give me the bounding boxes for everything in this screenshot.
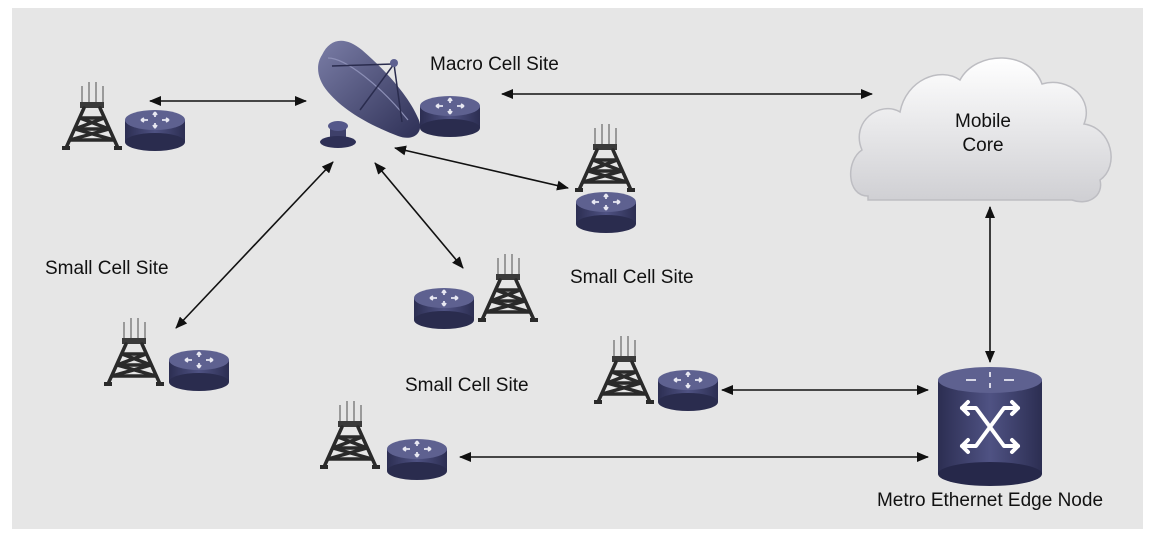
link-macro-smallleft — [175, 161, 334, 329]
cell-tower-icon — [592, 334, 656, 406]
router-icon — [419, 95, 481, 138]
router-icon — [657, 369, 719, 412]
metro-ethernet-edge-node-label: Metro Ethernet Edge Node — [877, 490, 1103, 511]
ethernet-switch-icon — [938, 367, 1042, 486]
small-cell-site-bottom-label: Small Cell Site — [405, 375, 529, 396]
router-icon — [168, 349, 230, 392]
small-cell-site-center-label: Small Cell Site — [570, 267, 694, 288]
mobile-core-label-line1: Mobile — [955, 111, 1011, 132]
link-macro-smallright — [394, 145, 569, 191]
macro-cell-site-label: Macro Cell Site — [430, 54, 559, 75]
cloud-icon — [849, 57, 1112, 203]
connection-links — [149, 89, 995, 462]
router-icon — [413, 287, 475, 330]
cell-tower-icon — [102, 316, 166, 388]
router-icon — [575, 191, 637, 234]
cell-tower-icon — [573, 122, 637, 194]
cell-tower-icon — [476, 252, 540, 324]
router-icon — [124, 109, 186, 152]
satellite-dish-icon — [318, 40, 421, 148]
link-macro-smallcenter — [374, 162, 464, 269]
router-icon — [386, 438, 448, 481]
cell-tower-icon — [60, 80, 124, 152]
mobile-core-label-line2: Core — [962, 135, 1003, 156]
cell-tower-icon — [318, 399, 382, 471]
small-cell-site-left-label: Small Cell Site — [45, 258, 169, 279]
